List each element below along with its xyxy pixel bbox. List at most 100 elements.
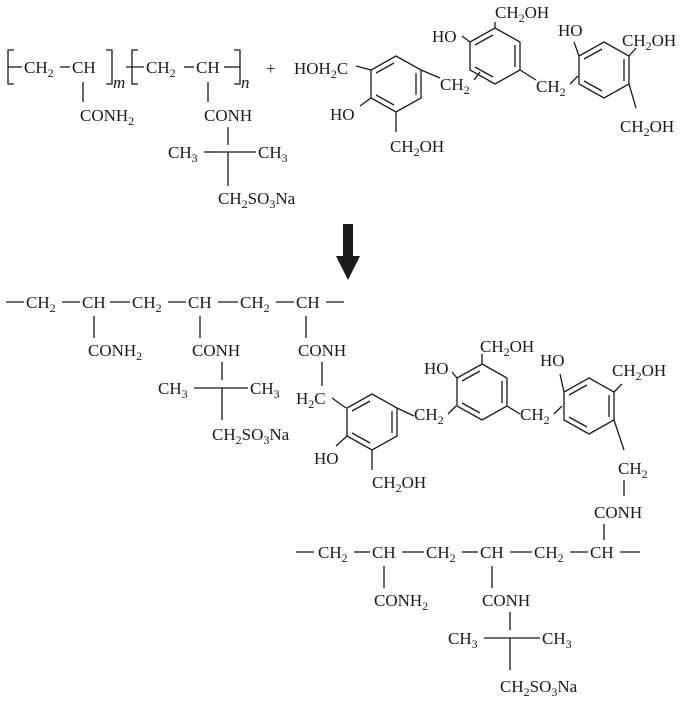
group-label: CH2 [414, 405, 444, 427]
group-label: CH [372, 543, 396, 562]
arrow-down-icon [336, 224, 360, 280]
group-label: HO [558, 21, 583, 40]
bond [553, 405, 563, 415]
group-label: CH2 [426, 543, 456, 565]
group-ho: HO [432, 27, 457, 46]
group-conh2: CONH2 [374, 591, 428, 613]
reactant-copolymer: CH2 CH m CONH2 CH2 CH n CONH CH3 CH3 CH2… [7, 49, 296, 211]
group-label: CONH2 [88, 341, 142, 363]
group-label: CH2 [26, 293, 56, 315]
group-ch2: CH2 [318, 543, 348, 565]
bond [569, 75, 579, 85]
benzene-ring [456, 363, 508, 421]
group-label: CH2 [240, 293, 270, 315]
group-ch2: CH2 [618, 459, 648, 481]
group-label: CH2OH [620, 117, 674, 139]
bond [335, 435, 348, 447]
group-ch2so3na: CH2SO3Na [212, 425, 290, 447]
bond [613, 419, 625, 451]
group-ho: HO [540, 351, 565, 370]
group-label: HO [424, 359, 449, 378]
group-ho: HO [314, 449, 339, 468]
bond [451, 371, 458, 379]
group-ch: CH [188, 293, 212, 312]
group-label: CH2SO3Na [212, 425, 290, 447]
group-ch2: CH2 [520, 405, 550, 427]
group-label: CONH [594, 503, 642, 522]
group-label: CH2OH [612, 361, 666, 383]
group-ch2so3na: CH2SO3Na [218, 189, 296, 211]
group-ho: HO [558, 21, 583, 40]
group-label: CH2OH [390, 137, 444, 159]
group-ch2: CH2 [534, 543, 564, 565]
group-ch2: CH2 [132, 293, 162, 315]
group-label: CH3 [158, 379, 188, 401]
group-ch: CH [296, 293, 320, 312]
subscript-n: n [241, 73, 250, 92]
bond [573, 41, 580, 57]
double-bond [461, 402, 481, 414]
group-ch3: CH3 [448, 629, 478, 651]
group-label: CH2 [132, 293, 162, 315]
bond [420, 69, 441, 79]
bond [506, 405, 521, 415]
group-ch2oh: CH2OH [480, 337, 534, 359]
group-label: HOH2C [294, 59, 348, 81]
benzene-ring [578, 41, 630, 99]
group-label: CH [480, 543, 504, 562]
benzene-ring [563, 377, 615, 435]
bracket-right-n [234, 49, 241, 85]
group-conh: CONH [192, 341, 240, 360]
double-bond [474, 66, 494, 78]
bond [519, 69, 537, 81]
plus-sign: + [266, 59, 276, 78]
bond [628, 83, 637, 109]
group-hoh2c: HOH2C [294, 59, 348, 81]
group-conh: CONH [594, 503, 642, 522]
group-ch: CH [372, 543, 396, 562]
bracket-right-m [106, 49, 113, 85]
group-ch2: CH2 [146, 58, 176, 80]
group-ch2: CH2 [26, 293, 56, 315]
bond [473, 71, 481, 81]
double-bond [568, 416, 588, 428]
group-ch3: CH3 [250, 379, 280, 401]
group-label: CH2 [440, 75, 470, 97]
double-bond [461, 370, 481, 382]
group-label: CH3 [250, 379, 280, 401]
group-ch2: CH2 [240, 293, 270, 315]
bond [613, 383, 623, 393]
group-label: HO [330, 105, 355, 124]
group-label: CH2 [520, 405, 550, 427]
double-bond [583, 48, 603, 60]
double-bond [351, 400, 371, 412]
group-label: CH3 [168, 143, 198, 165]
group-ho: HO [330, 105, 355, 124]
group-label: HO [314, 449, 339, 468]
group-ch: CH [590, 543, 614, 562]
double-bond [375, 62, 395, 74]
group-label: CH2SO3Na [218, 189, 296, 211]
group-ch2oh: CH2OH [612, 361, 666, 383]
double-bond [568, 384, 588, 396]
group-label: HO [540, 351, 565, 370]
group-conh: CONH [204, 106, 252, 125]
group-label: HO [432, 27, 457, 46]
group-label: CH3 [542, 629, 572, 651]
group-label: CH3 [258, 143, 288, 165]
group-label: CH2 [24, 58, 54, 80]
product-crosslinked-polymer: CH2 CH CH2 CH CH2 CH CONH2 CONH CH3 CH3 … [6, 293, 666, 699]
group-label: CH [82, 293, 106, 312]
group-ch2oh: CH2OH [620, 117, 674, 139]
group-ch2oh: CH2OH [622, 31, 676, 53]
group-label: CH2 [618, 459, 648, 481]
benzene-ring [346, 393, 398, 451]
group-ch2oh: CH2OH [495, 3, 549, 25]
group-label: CH2OH [622, 31, 676, 53]
reactant-phenolic-resin: HOH2C HO CH2OH CH2 CH2OH HO CH2 HO CH2OH… [294, 3, 676, 159]
double-bond [351, 432, 371, 444]
group-ch3: CH3 [258, 143, 288, 165]
group-label: CH2 [146, 58, 176, 80]
subscript-m: m [113, 73, 125, 92]
bond [461, 35, 471, 43]
